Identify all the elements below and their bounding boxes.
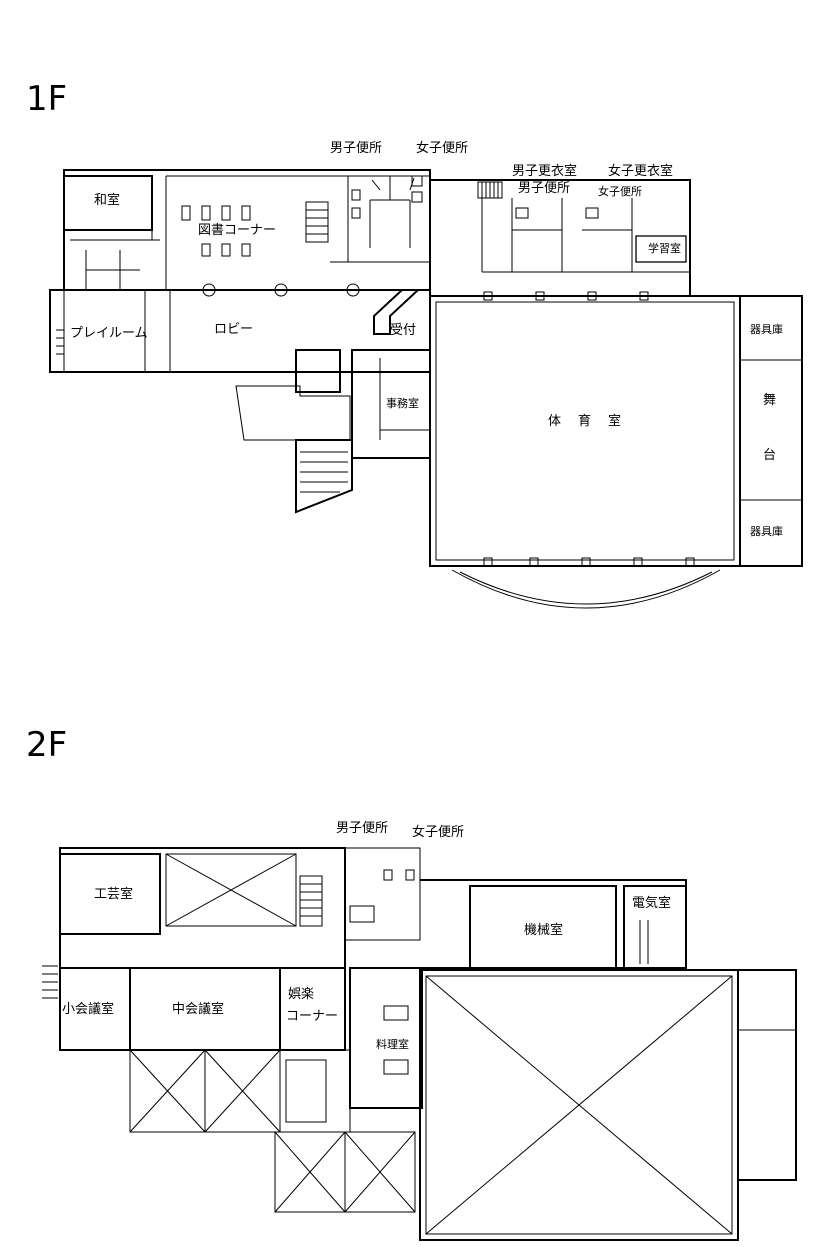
electric-room [623,885,687,969]
room-recreation-line-2: コーナー [286,1009,338,1024]
room-womens-toilet-1f: 女子便所 [416,140,468,156]
floor-1-title: 1F [26,79,67,119]
room-washitsu: 和室 [94,192,120,208]
stairs-1f-playroom [56,329,64,355]
room-mens-toilet-1f-2: 男子便所 [518,181,570,196]
room-library: 図書コーナー [198,223,276,238]
room-machine: 機械室 [524,922,563,938]
room-playroom: プレイルーム [70,326,148,341]
room-storage-top: 器具庫 [750,322,783,336]
room-study: 学習室 [648,241,681,255]
floor-2-left-block [42,847,423,1213]
floor-2: 2F [26,725,797,1241]
room-office: 事務室 [386,396,419,410]
room-medium-meeting: 中会議室 [172,1001,224,1017]
gym-roof-2f [419,969,797,1241]
room-electric: 電気室 [632,895,671,911]
gymnasium [429,291,803,609]
floor-1: 1F [26,79,803,609]
floor-2-right-upper-block [420,879,687,969]
stairs-1f-lower [300,451,348,493]
room-stage-char-1: 舞 [763,393,776,408]
room-womens-toilet-2f: 女子便所 [412,824,464,840]
stairs-1f-locker [477,181,503,199]
room-mens-locker: 男子更衣室 [512,163,577,179]
machine-room [469,885,617,969]
floor-1-right-upper-block [430,179,691,297]
crafts-room [59,853,161,935]
floor-1-left-block [49,169,431,514]
room-womens-toilet-1f-2: 女子便所 [598,184,642,198]
room-recreation-line-1: 娯楽 [288,986,314,1002]
room-mens-toilet-1f: 男子便所 [330,141,382,156]
room-storage-bottom: 器具庫 [750,524,783,538]
room-cooking: 料理室 [376,1037,409,1051]
cooking-room [349,967,423,1109]
stage-area [739,295,803,567]
room-reception: 受付 [390,323,416,338]
stairs-2f [299,875,323,927]
room-gym-char-3: 室 [608,413,621,429]
room-stage-char-2: 台 [763,448,776,463]
room-gym-char-2: 育 [578,413,591,429]
room-small-meeting: 小会議室 [62,1001,114,1017]
stairs-2f-side [42,965,58,999]
stairs-1f-upper [305,201,329,243]
room-womens-locker: 女子更衣室 [608,163,673,179]
reception-counter [373,289,421,335]
room-gym-char-1: 体 [548,414,561,429]
void-2f-upper [165,853,297,927]
room-crafts: 工芸室 [94,886,133,902]
room-mens-toilet-2f: 男子便所 [336,821,388,836]
room-lobby: ロビー [214,322,253,337]
floor-2-title: 2F [26,725,67,765]
